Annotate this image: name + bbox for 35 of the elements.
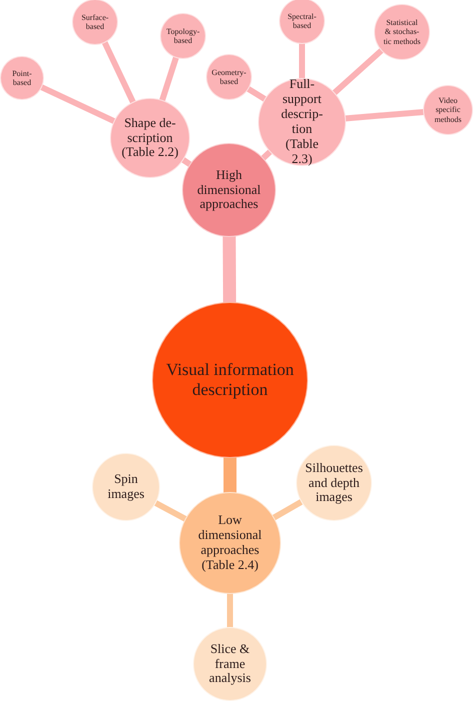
topic-label: Spectral-based: [286, 12, 318, 30]
connector-line: [299, 43, 305, 79]
topic-label: Slice & frame analysis: [208, 642, 252, 686]
connector-line: [227, 593, 233, 628]
topic-label: Low dimensional approaches (Table 2.4): [197, 513, 263, 573]
topic-circle: [160, 13, 206, 59]
topic-label: Shape de- scription (Table 2.2): [120, 116, 180, 160]
topic-label: Surface-based: [80, 12, 110, 32]
topic-label: Video specific methods: [433, 96, 463, 124]
topic-circle: [423, 85, 473, 135]
topic-label: Geometry-based: [210, 68, 248, 86]
topic-circle: [206, 54, 252, 100]
topic-label: Silhouettes and depth images: [304, 460, 364, 506]
topic-circle: [72, 0, 118, 45]
connector-line: [102, 40, 136, 104]
topic-label: High dimensional approaches: [196, 168, 262, 212]
topic-label: Point-based: [11, 68, 33, 88]
connector-line: [180, 156, 192, 168]
connector-line: [224, 457, 236, 493]
connector-line: [159, 56, 180, 102]
topic-label: Topology-based: [165, 26, 201, 46]
topic-circle: [279, 0, 325, 44]
connector-line: [154, 500, 188, 522]
connector-line: [246, 86, 267, 102]
connector-line: [332, 48, 384, 96]
topic-circle: [0, 56, 44, 100]
topic-label: Statistical & stochas- tic methods: [383, 18, 421, 46]
connector-line: [344, 108, 424, 122]
topic-label: Full-support descrip- tion (Table 2.3): [280, 77, 324, 167]
connector-line: [40, 84, 116, 124]
connector-line: [260, 149, 273, 161]
topic-label: Spin images: [106, 472, 146, 502]
connector-line: [222, 236, 236, 304]
topic-label: Visual information description: [165, 360, 295, 400]
connector-line: [272, 498, 304, 521]
